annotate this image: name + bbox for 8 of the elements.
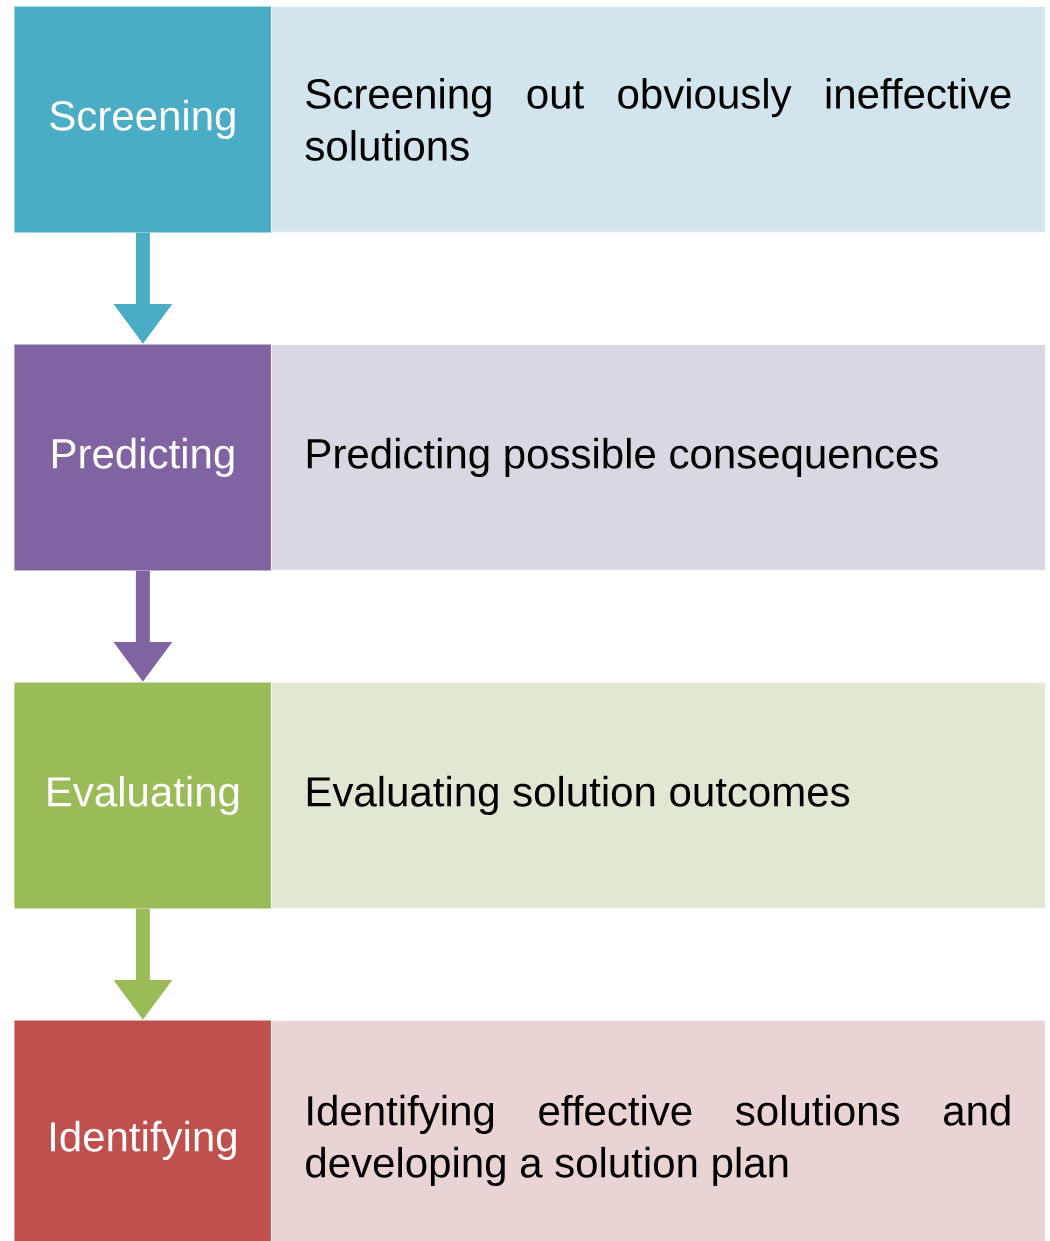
step-box: Screening [14,6,272,233]
description-box: Predicting possible consequences [271,344,1046,571]
description-box: Screening out obviously ineffective solutions [271,6,1046,233]
description-box: Evaluating solution outcomes [271,682,1046,909]
step-box: Identifying [14,1020,272,1241]
step-box: Evaluating [14,682,272,909]
description-box: Identifying effective solutions and developing a solution plan [271,1020,1046,1241]
step-box: Predicting [14,344,272,571]
